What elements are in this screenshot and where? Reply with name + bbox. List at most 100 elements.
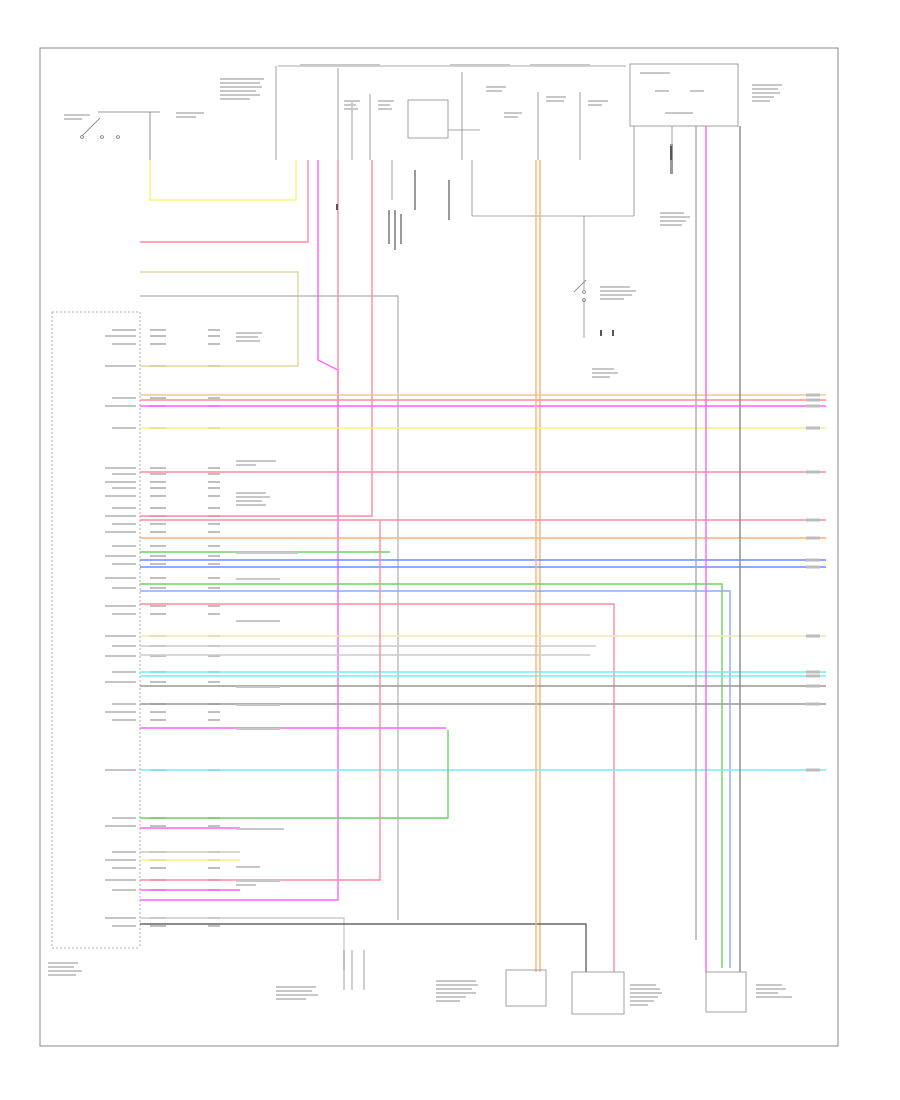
pin-label-stub	[105, 405, 136, 407]
pin-label-stub	[112, 889, 136, 891]
pin-label-stub	[112, 867, 136, 869]
pin-label-stub	[112, 817, 136, 819]
top-label-blocks	[64, 64, 782, 378]
pin-label-stub	[112, 925, 136, 927]
wire-color-code-stub	[150, 587, 166, 589]
circuit-number-stub	[208, 711, 220, 713]
pin-label-stub	[112, 703, 136, 705]
wire-blue-591	[140, 590, 731, 968]
circuit-number-stub	[208, 531, 220, 533]
circuit-number-stub	[208, 473, 220, 475]
pin-label-stub	[105, 467, 136, 469]
wire-gray-918	[140, 917, 345, 970]
circuit-number-stub	[208, 335, 220, 337]
pin-label-stub	[112, 473, 136, 475]
wire-tan-loop	[140, 271, 299, 367]
wire-color-code-stub	[150, 655, 166, 657]
circuit-number-stub	[208, 481, 220, 483]
circuit-number-stub	[208, 545, 220, 547]
circuit-number-stub	[208, 397, 220, 399]
circuit-number-stub	[208, 587, 220, 589]
pin-label-stub	[112, 671, 136, 673]
pin-label-stub	[112, 487, 136, 489]
wire-green-818	[140, 730, 449, 819]
right-connector-tag	[806, 670, 820, 674]
wire-color-code-stub	[150, 605, 166, 607]
pin-label-stub	[105, 769, 136, 771]
wire-magenta-main	[140, 160, 339, 901]
pin-label-stub	[112, 719, 136, 721]
circuit-number-stub	[208, 655, 220, 657]
right-connector-tag	[806, 558, 820, 562]
pin-label-stub	[105, 515, 136, 517]
relay-switch	[573, 279, 587, 302]
wire-pink-right	[140, 160, 373, 517]
wire-color-code-stub	[150, 481, 166, 483]
wire-color-code-stub	[150, 329, 166, 331]
engine-control-module	[51, 311, 141, 949]
circuit-number-stub	[208, 467, 220, 469]
pin-label-stub	[105, 605, 136, 607]
wire-color-code-stub	[150, 925, 166, 927]
pin-label-stub	[105, 495, 136, 497]
right-connector-tag	[806, 674, 820, 678]
wire-color-code-stub	[150, 613, 166, 615]
pin-label-stub	[105, 711, 136, 713]
fuse-box-top	[407, 99, 449, 139]
right-connector-tag	[806, 393, 820, 397]
right-connector-tag	[806, 634, 820, 638]
circuit-number-stub	[208, 681, 220, 683]
circuit-number-stub	[208, 925, 220, 927]
pin-label-stub	[105, 531, 136, 533]
wire-red-880	[140, 520, 381, 881]
wire-color-code-stub	[150, 577, 166, 579]
circuit-number-stub	[208, 563, 220, 565]
right-connector-tag	[806, 426, 820, 430]
right-connector-tag	[806, 398, 820, 402]
wire-color-code-stub	[150, 867, 166, 869]
wire-yellow-ignition	[149, 160, 297, 201]
right-connector-tag	[806, 684, 820, 688]
pin-label-stub	[105, 917, 136, 919]
right-connector-tag	[806, 470, 820, 474]
pin-label-stub	[105, 577, 136, 579]
pin-label-stub	[105, 825, 136, 827]
fuel-tank-sensor-box	[705, 971, 747, 1013]
sensor-box-1	[505, 969, 547, 1007]
pin-label-stub	[105, 335, 136, 337]
right-connector-tag	[806, 518, 820, 522]
wire-color-code-stub	[150, 473, 166, 475]
bottom-label-blocks	[48, 962, 792, 1006]
wire-pink-604	[140, 603, 615, 972]
circuit-number-stub	[208, 825, 220, 827]
wire-color-code-stub	[150, 545, 166, 547]
right-connector-tag	[806, 536, 820, 540]
bottom-components	[343, 950, 747, 1015]
pin-label-stub	[105, 655, 136, 657]
pin-label-stub	[112, 343, 136, 345]
pin-label-stub	[112, 851, 136, 853]
circuit-number-stub	[208, 507, 220, 509]
circuit-number-stub	[208, 867, 220, 869]
right-connector-tag	[806, 768, 820, 772]
right-connector-tag	[806, 404, 820, 408]
wire-color-code-stub	[150, 495, 166, 497]
wire-color-code-stub	[150, 487, 166, 489]
wire-color-code-stub	[150, 563, 166, 565]
right-connector-tag	[806, 702, 820, 706]
right-connector-tag	[806, 565, 820, 569]
wires	[140, 126, 826, 972]
annotation-blocks	[236, 332, 298, 886]
circuit-number-stub	[208, 343, 220, 345]
pin-label-stub	[112, 523, 136, 525]
pin-label-stub	[112, 545, 136, 547]
pin-label-stub	[105, 481, 136, 483]
right-connector-labels	[806, 393, 820, 772]
pin-label-stub	[105, 859, 136, 861]
wire-green-584	[140, 583, 723, 968]
wire-color-code-stub	[150, 681, 166, 683]
wire-color-code-stub	[150, 531, 166, 533]
wire-color-code-stub	[150, 711, 166, 713]
